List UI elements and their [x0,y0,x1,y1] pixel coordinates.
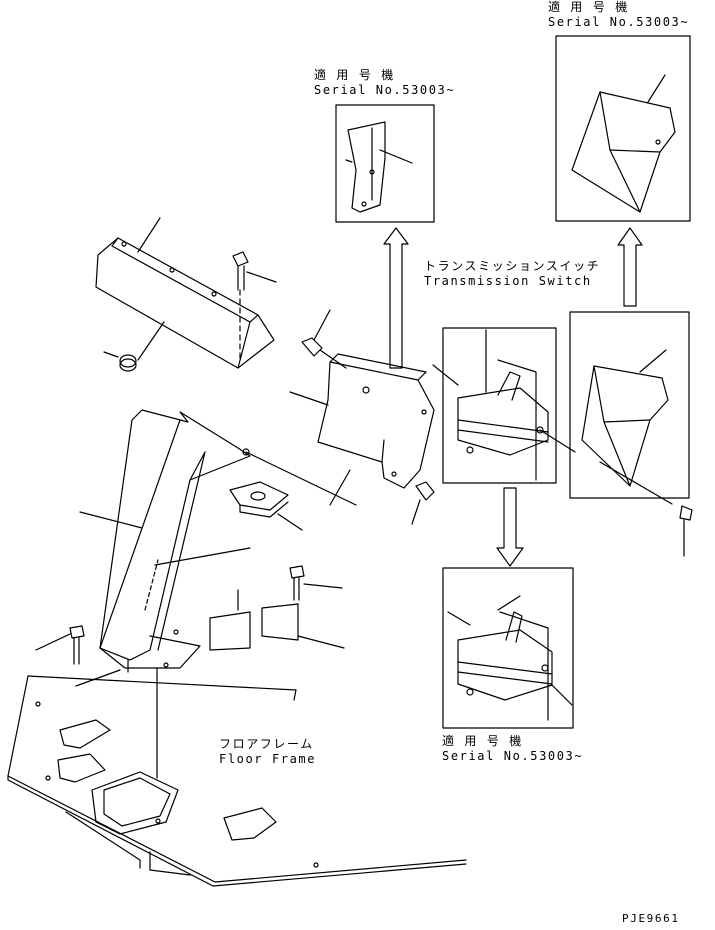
inset-cover-right-middle [569,311,693,557]
transmission-switch-label-jp: トランスミッションスイッチ [424,259,601,273]
arrow-up-middle [383,227,409,369]
arrow-down-bottom [496,487,524,567]
grommet-part [103,321,165,372]
serial-label-mid-en: Serial No.53003~ [314,83,456,97]
bolt-upper [232,251,277,363]
inset-switch-variant-bottom [442,567,574,729]
floor-frame-label: フロアフレーム Floor Frame [219,737,316,767]
serial-label-mid: 適 用 号 機 Serial No.53003~ [314,68,455,98]
serial-label-bottom-jp: 適 用 号 機 [442,734,523,748]
bolt-lower-right [289,565,343,601]
floor-frame [7,667,467,887]
pad-left [209,589,251,651]
inset-transmission-switch [432,327,576,484]
transmission-switch-label-en: Transmission Switch [424,274,592,288]
clip-lower [411,481,435,525]
transmission-switch-label: トランスミッションスイッチ Transmission Switch [424,259,600,289]
serial-label-bottom-en: Serial No.53003~ [442,749,584,763]
steering-pedestal [79,409,357,673]
serial-label-mid-jp: 適 用 号 機 [314,68,395,82]
serial-label-top-right-jp: 適 用 号 機 [548,0,629,14]
console-cover [289,353,435,506]
floor-frame-label-jp: フロアフレーム [219,737,314,751]
drawing-code: PJE9661 [622,912,680,925]
pad-right [261,603,345,649]
arrow-up-right [617,227,643,307]
inset-cover-top-right [555,35,691,222]
serial-label-top-right-en: Serial No.53003~ [548,15,690,29]
serial-label-top-right: 適 用 号 機 Serial No.53003~ [548,0,689,30]
serial-label-bottom: 適 用 号 機 Serial No.53003~ [442,734,583,764]
bolt-lower-left [35,625,121,687]
upper-cover-plate [95,217,275,369]
floor-frame-label-en: Floor Frame [219,752,317,766]
plate-part [154,481,303,566]
clip-upper [301,309,347,369]
inset-cover-variant-upper [335,104,435,223]
